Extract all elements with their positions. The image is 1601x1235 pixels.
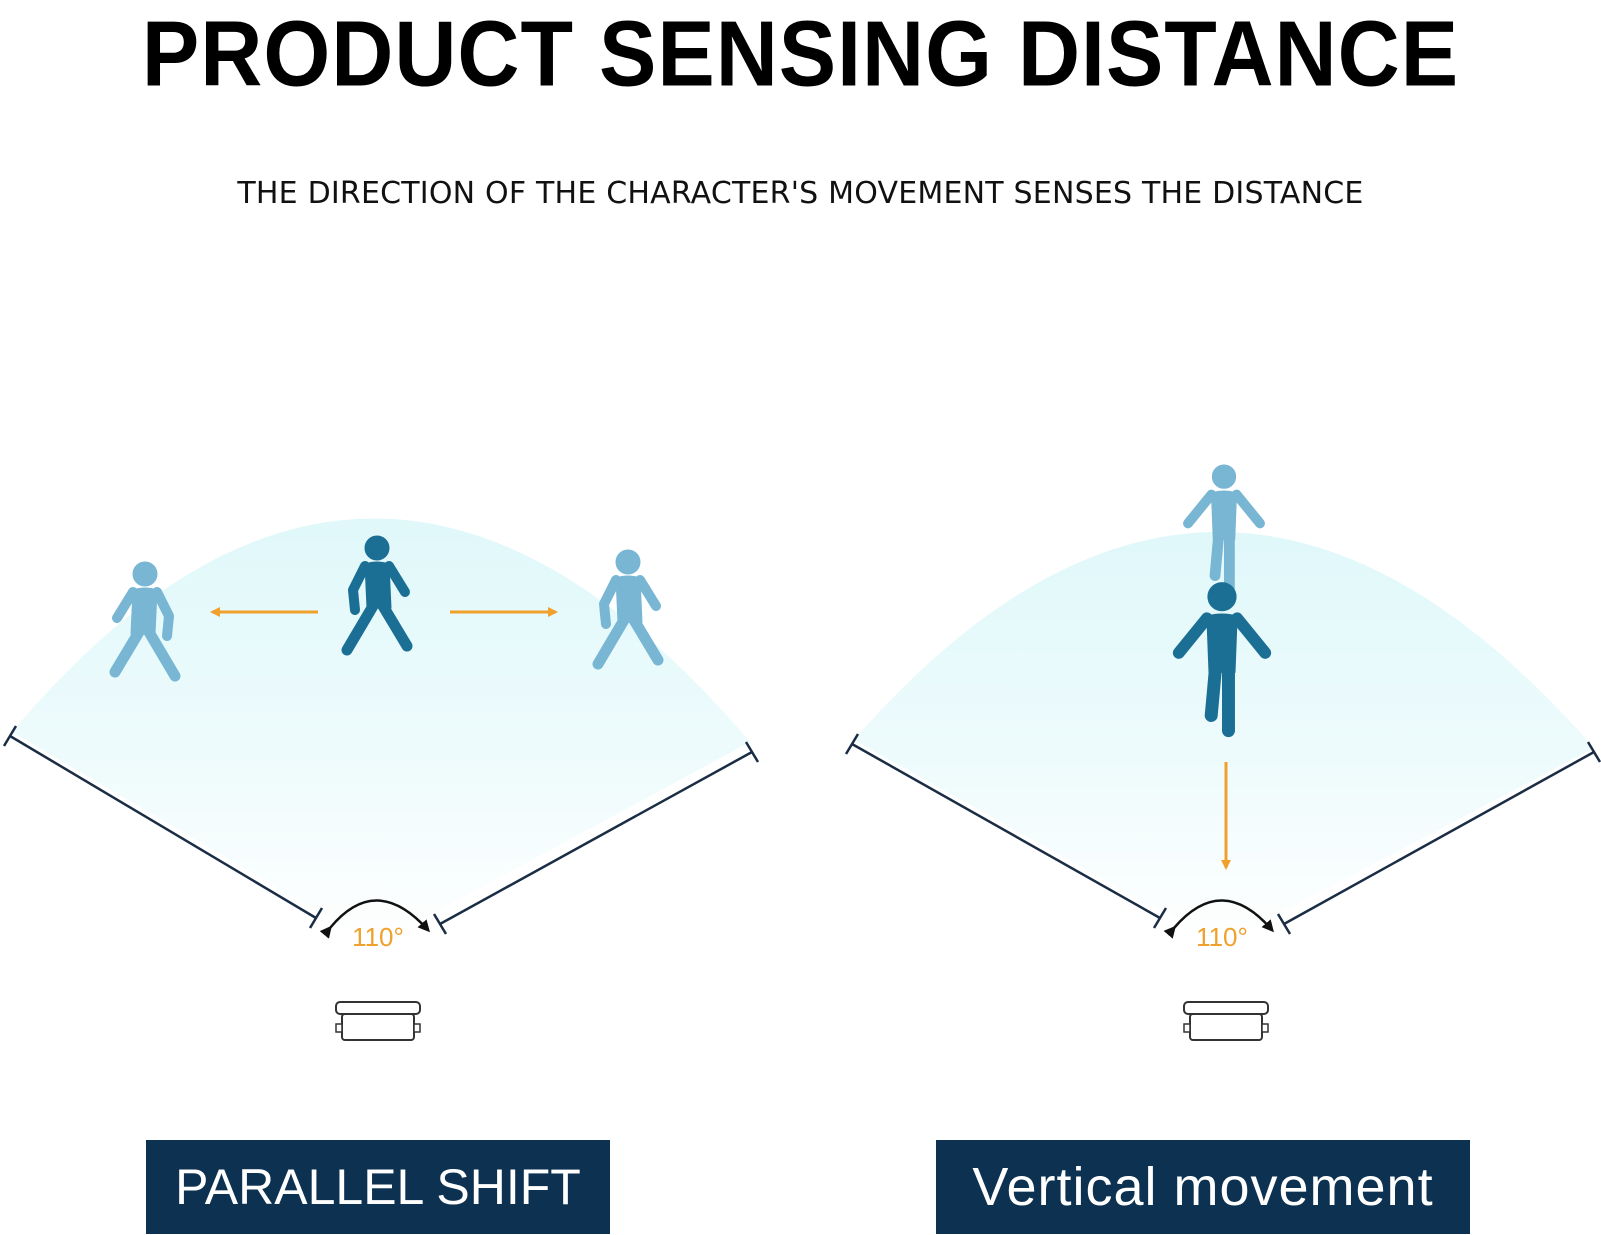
detection-zone: [854, 531, 1594, 945]
rotation-arrow-icon: [319, 899, 431, 939]
right-panel: 110°: [844, 465, 1601, 1041]
angle-label: 110°: [1196, 922, 1248, 952]
angle-label: 110°: [352, 922, 404, 952]
caption-vertical-movement: Vertical movement: [936, 1140, 1470, 1234]
left-boundary-line: [851, 742, 1161, 920]
rotation-arrow-icon: [1163, 899, 1274, 939]
detection-zone: [12, 518, 750, 945]
sensor-device-icon: [1183, 1001, 1269, 1041]
right-boundary-line: [439, 750, 753, 926]
page-subtitle: THE DIRECTION OF THE CHARACTER'S MOVEMEN…: [237, 176, 1364, 211]
sensor-device-icon: [335, 1001, 421, 1041]
left-panel: 110°: [2, 518, 760, 1041]
caption-parallel-shift: PARALLEL SHIFT: [146, 1140, 610, 1234]
page-title: PRODUCT SENSING DISTANCE: [141, 2, 1460, 106]
right-boundary-line: [1283, 750, 1595, 926]
left-boundary-line: [9, 734, 317, 920]
